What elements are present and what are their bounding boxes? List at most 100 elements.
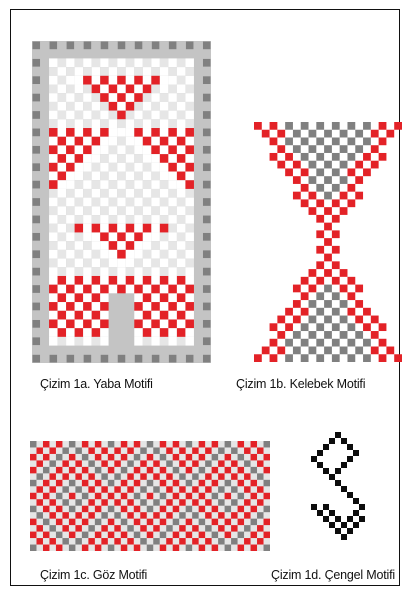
kelebek-cell [347,184,355,192]
yaba-border-cell [33,250,41,258]
goz-cell [30,454,36,460]
yaba-white-cell [126,285,135,294]
yaba-red-cell [75,328,84,337]
yaba-light-cell [58,67,67,76]
yaba-light-cell [109,267,118,276]
yaba-light-cell [143,119,152,128]
kelebek-cell [309,331,317,339]
yaba-border-cell [203,76,211,84]
yaba-white-cell [168,328,177,337]
kelebek-cell [332,230,340,238]
goz-cell [88,525,94,531]
kelebek-cell [355,161,363,169]
goz-cell [75,525,81,531]
yaba-light-cell [117,154,126,163]
yaba-light-cell [126,259,135,268]
yaba-white-cell [143,128,152,137]
goz-cell [166,512,172,518]
yaba-light-cell [109,119,118,128]
kelebek-cell [301,137,309,145]
kelebek-cell [293,192,301,200]
yaba-light-cell [75,232,84,241]
yaba-light-cell [75,241,84,250]
yaba-white-cell [83,328,92,337]
goz-cell [36,486,42,492]
yaba-red-cell [58,154,67,163]
yaba-white-cell [126,93,135,102]
yaba-red-cell [100,128,109,137]
goz-cell [43,493,49,499]
cengel-cell [341,438,347,444]
goz-cell [88,499,94,505]
yaba-red-cell [185,145,194,154]
yaba-border-cell [203,303,211,311]
goz-cell [69,519,75,525]
yaba-stem [117,302,126,311]
goz-cell [179,473,185,479]
yaba-light-cell [143,250,152,259]
yaba-red-cell [49,128,58,137]
goz-cell [36,538,42,544]
yaba-red-cell [117,232,126,241]
goz-cell [82,493,88,499]
goz-cell [205,473,211,479]
yaba-light-cell [83,93,92,102]
kelebek-cell [301,354,309,362]
yaba-white-cell [177,163,186,172]
kelebek-cell [316,246,324,254]
goz-cell [121,519,127,525]
yaba-white-cell [117,224,126,233]
yaba-light-cell [49,224,58,233]
yaba-red-cell [185,128,194,137]
yaba-light-cell [66,119,75,128]
goz-cell [43,506,49,512]
goz-cell [251,506,257,512]
yaba-light-cell [49,198,58,207]
yaba-light-cell [160,198,169,207]
kelebek-cell [301,339,309,347]
yaba-light-cell [160,259,169,268]
yaba-white-cell [117,102,126,111]
yaba-border-cell [33,111,41,119]
yaba-white-cell [92,285,101,294]
goz-cell [244,499,250,505]
yaba-light-cell [92,119,101,128]
yaba-red-cell [177,293,186,302]
goz-cell [56,467,62,473]
yaba-light-cell [117,189,126,198]
yaba-light-cell [168,267,177,276]
kelebek-cell [332,292,340,300]
goz-cell [251,467,257,473]
goz-cell [153,525,159,531]
goz-cell [173,519,179,525]
yaba-light-cell [66,76,75,85]
yaba-stem [126,311,135,320]
yaba-white-cell [66,328,75,337]
yaba-red-cell [143,137,152,146]
caption-kelebek-motif: Çizim 1b. Kelebek Motifi [236,377,365,391]
yaba-white-cell [66,293,75,302]
yaba-light-cell [177,93,186,102]
goz-cell [225,545,231,551]
goz-cell [166,525,172,531]
yaba-red-cell [75,224,84,233]
yaba-red-cell [83,285,92,294]
goz-cell [192,512,198,518]
yaba-light-cell [75,119,84,128]
yaba-light-cell [83,337,92,346]
goz-cell [192,525,198,531]
yaba-light-cell [185,102,194,111]
yaba-light-cell [117,137,126,146]
yaba-light-cell [58,206,67,215]
yaba-red-cell [58,293,67,302]
goz-cell [114,460,120,466]
goz-cell [108,480,114,486]
yaba-light-cell [100,172,109,181]
goz-cell [205,486,211,492]
kelebek-cell [309,269,317,277]
yaba-red-cell [100,319,109,328]
yaba-light-cell [100,180,109,189]
kelebek-cell [293,316,301,324]
yaba-white-cell [134,311,143,320]
